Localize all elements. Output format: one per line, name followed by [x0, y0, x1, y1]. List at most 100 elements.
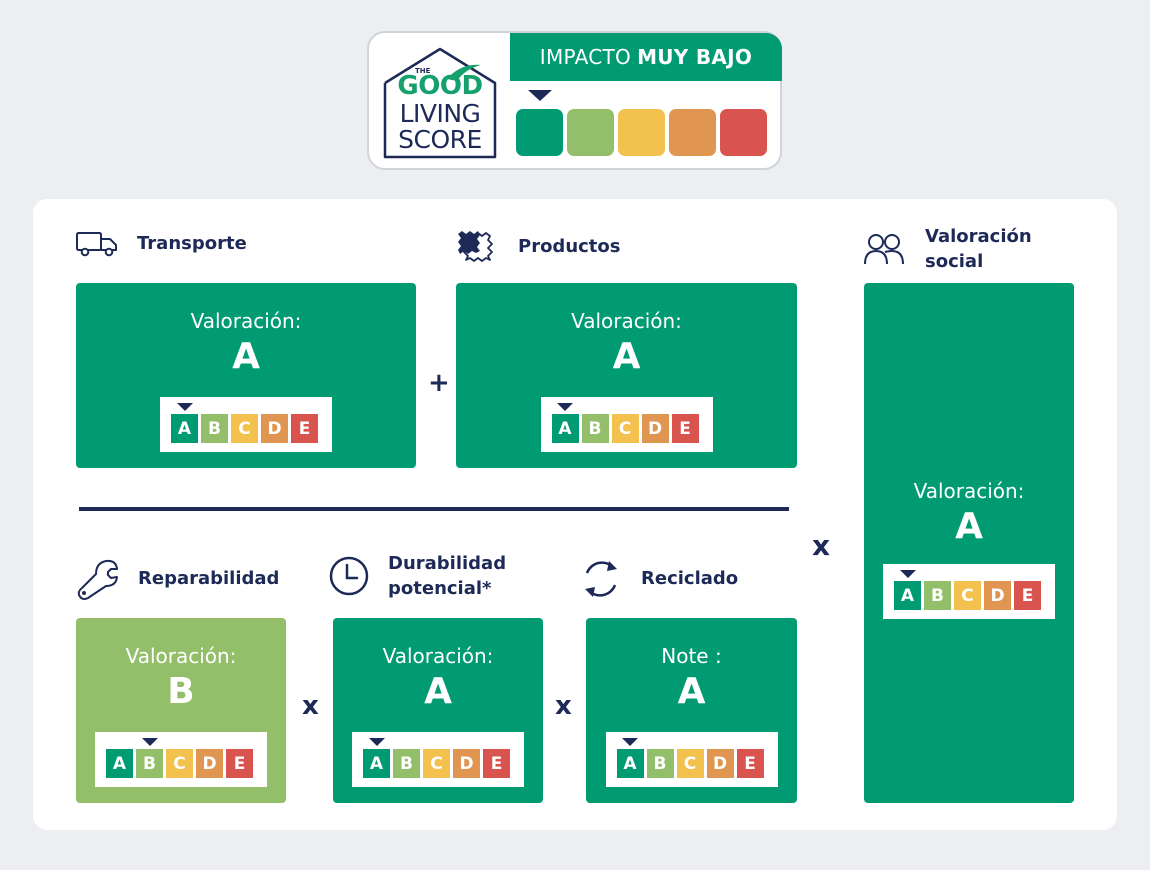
grade-cell-c: C — [676, 749, 704, 778]
grade-cell-d: D — [261, 414, 288, 443]
fabric-icon — [458, 231, 493, 262]
transporte-title: Transporte — [137, 233, 247, 255]
grade-cell-b: B — [201, 414, 228, 443]
reparabilidad-label: Valoración: — [125, 644, 237, 668]
grade-cell-b: B — [136, 749, 163, 778]
grade-pointer-icon — [141, 738, 158, 746]
durabilidad-title: Durabilidad potencial* — [388, 551, 506, 601]
fraction-divider — [79, 507, 789, 511]
multiply-operator-social: x — [812, 529, 831, 562]
reciclado-title: Reciclado — [641, 568, 739, 590]
grade-cell-e: E — [671, 414, 699, 443]
grade-cell-c: C — [166, 749, 193, 778]
impact-scale-segment — [567, 109, 614, 156]
grade-cell-c: C — [954, 581, 981, 610]
grade-pointer-icon — [368, 738, 385, 746]
reciclado-grade: A — [677, 671, 706, 712]
reciclado-heading: Reciclado — [579, 557, 738, 601]
social-title-line2: social — [925, 251, 984, 273]
impact-level-banner: IMPACTO MUY BAJO — [510, 33, 782, 81]
grade-cell-c: C — [423, 749, 450, 778]
grade-cell-a: A — [171, 414, 198, 443]
impact-scale-segment — [720, 109, 767, 156]
house-outline-icon — [383, 47, 497, 159]
reparabilidad-title: Reparabilidad — [138, 568, 280, 590]
grade-pointer-icon — [176, 403, 193, 411]
grade-pointer-icon — [622, 738, 638, 746]
grade-cell-c: C — [611, 414, 639, 443]
wrench-icon — [77, 559, 118, 600]
impact-scale-segment — [516, 109, 563, 156]
transporte-heading: Transporte — [75, 230, 247, 258]
transporte-grade: A — [232, 336, 260, 377]
grade-pointer-icon — [557, 403, 573, 411]
grade-cell-d: D — [706, 749, 734, 778]
productos-heading: Productos — [456, 230, 621, 264]
durabilidad-grade: A — [424, 671, 452, 712]
impact-prefix: IMPACTO — [539, 45, 632, 69]
people-icon — [864, 234, 904, 265]
grade-cell-d: D — [641, 414, 669, 443]
good-living-score-logo: THE GOOD LIVING SCORE — [381, 43, 499, 161]
durabilidad-title-line2: potencial* — [388, 578, 492, 600]
grade-cell-a: A — [616, 749, 644, 778]
durabilidad-title-line1: Durabilidad — [388, 553, 507, 574]
grade-cell-a: A — [551, 414, 579, 443]
multiply-operator-2: x — [555, 691, 572, 721]
plus-operator: + — [428, 368, 450, 398]
truck-icon — [76, 232, 117, 257]
durabilidad-heading: Durabilidad potencial* — [328, 551, 506, 601]
good-living-score-badge: THE GOOD LIVING SCORE IMPACTO MUY BAJO — [367, 31, 782, 170]
grade-cell-d: D — [196, 749, 223, 778]
social-label: Valoración: — [913, 479, 1025, 503]
social-heading: Valoración social — [863, 224, 1032, 274]
social-grade: A — [955, 506, 983, 547]
impact-pointer-icon — [527, 90, 552, 101]
social-title: Valoración social — [925, 224, 1032, 274]
grade-cell-b: B — [646, 749, 674, 778]
logo-living-text: LIVING — [399, 99, 481, 128]
grade-cell-e: E — [291, 414, 318, 443]
grade-cell-e: E — [736, 749, 764, 778]
grade-cell-a: A — [363, 749, 390, 778]
grade-cell-a: A — [894, 581, 921, 610]
productos-grade: A — [612, 336, 641, 377]
grade-cell-e: E — [226, 749, 253, 778]
reparabilidad-heading: Reparabilidad — [76, 557, 279, 601]
impact-level: MUY BAJO — [637, 45, 753, 69]
impact-scale — [516, 109, 767, 156]
multiply-operator-1: x — [302, 691, 319, 721]
social-title-line1: Valoración — [925, 226, 1032, 247]
grade-cell-d: D — [453, 749, 480, 778]
clock-icon — [329, 556, 369, 596]
grade-cell-e: E — [1014, 581, 1041, 610]
recycle-icon — [585, 561, 617, 597]
grade-cell-a: A — [106, 749, 133, 778]
productos-title: Productos — [518, 236, 621, 258]
transporte-label: Valoración: — [190, 309, 302, 333]
grade-cell-c: C — [231, 414, 258, 443]
grade-cell-d: D — [984, 581, 1011, 610]
durabilidad-label: Valoración: — [382, 644, 494, 668]
reciclado-label: Note : — [661, 644, 722, 668]
logo-good-text: GOOD — [397, 71, 483, 101]
impact-scale-segment — [669, 109, 716, 156]
grade-cell-b: B — [924, 581, 951, 610]
grade-cell-b: B — [581, 414, 609, 443]
productos-label: Valoración: — [571, 309, 682, 333]
